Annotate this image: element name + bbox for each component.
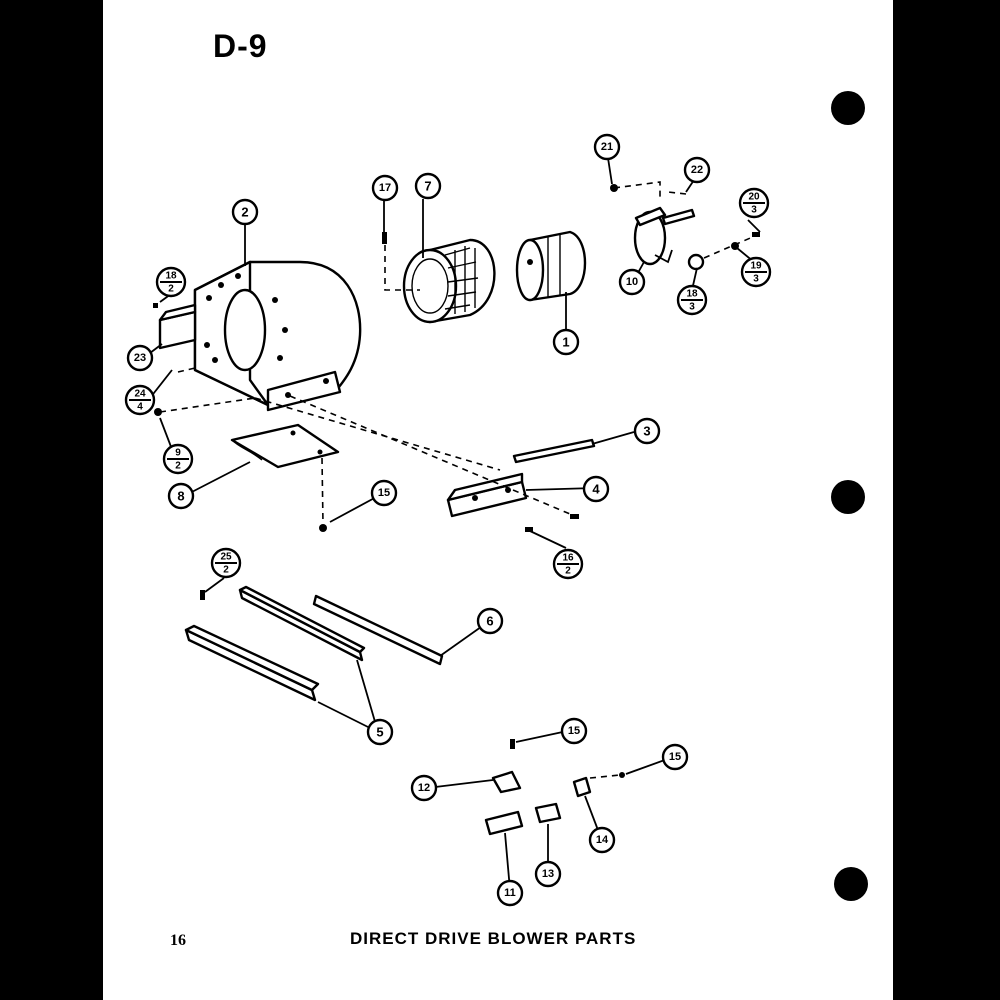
callout-c15c: 15: [661, 743, 689, 771]
page-title: DIRECT DRIVE BLOWER PARTS: [350, 929, 637, 948]
callout-number: 11: [504, 887, 516, 899]
callout-s24_4: 244: [124, 384, 156, 416]
callout-c3: 3: [633, 417, 661, 445]
callout-number: 10: [626, 276, 638, 288]
callout-bottom-number: 3: [753, 274, 759, 285]
callout-bottom-number: 3: [751, 205, 757, 216]
callout-number: 6: [486, 614, 493, 629]
callout-top-number: 18: [165, 271, 177, 282]
gasket-strip-3[interactable]: [512, 438, 596, 464]
callout-number: 5: [376, 725, 383, 740]
callout-c8: 8: [167, 482, 195, 510]
callout-c6: 6: [476, 607, 504, 635]
callout-top-number: 19: [750, 261, 762, 272]
callout-top-number: 24: [134, 389, 146, 400]
callout-number: 21: [601, 141, 613, 153]
callout-c12: 12: [410, 774, 438, 802]
callout-bottom-number: 2: [168, 284, 174, 295]
support-plate-8[interactable]: [230, 423, 340, 469]
callout-number: 12: [418, 782, 430, 794]
clip-14[interactable]: [572, 776, 592, 798]
callout-s16_2: 162: [552, 548, 584, 580]
callout-s9_2: 92: [162, 443, 194, 475]
sheet-id: D-9: [213, 28, 268, 64]
callout-s25_2: 252: [210, 547, 242, 579]
callout-c11: 11: [496, 879, 524, 907]
callout-top-number: 16: [562, 553, 574, 564]
callout-bottom-number: 3: [689, 302, 695, 313]
callout-number: 17: [379, 182, 391, 194]
callout-s18_3: 183: [676, 284, 708, 316]
callout-s18_2: 182: [155, 266, 187, 298]
binder-hole-middle: [831, 480, 865, 514]
callout-top-number: 20: [748, 192, 760, 203]
mounting-rail-6[interactable]: [312, 594, 444, 666]
callout-number: 3: [643, 424, 650, 439]
callout-number: 23: [134, 352, 146, 364]
callout-number: 7: [424, 179, 431, 194]
callout-number: 13: [542, 868, 554, 880]
callout-c7: 7: [414, 172, 442, 200]
callout-number: 8: [177, 489, 184, 504]
callout-c17: 17: [371, 174, 399, 202]
callout-c14: 14: [588, 826, 616, 854]
callout-c13: 13: [534, 860, 562, 888]
callout-number: 15: [669, 751, 681, 763]
callout-top-number: 25: [220, 552, 232, 563]
binder-hole-bottom: [834, 867, 868, 901]
callout-bottom-number: 2: [175, 461, 181, 472]
blower-housing[interactable]: [193, 260, 362, 412]
callout-number: 15: [568, 725, 580, 737]
clamp-12[interactable]: [491, 770, 522, 794]
callout-bubbles: 1234567810111213141515151721222318224492…: [124, 133, 772, 907]
callout-c23: 23: [126, 344, 154, 372]
callout-s19_3: 193: [740, 256, 772, 288]
callout-c15b: 15: [560, 717, 588, 745]
nut-18[interactable]: [687, 253, 705, 271]
callout-bottom-number: 4: [137, 402, 143, 413]
callout-c5: 5: [366, 718, 394, 746]
callout-number: 4: [592, 482, 600, 497]
bracket-13[interactable]: [534, 802, 562, 824]
callout-c2: 2: [231, 198, 259, 226]
callout-top-number: 18: [686, 289, 698, 300]
callout-c4: 4: [582, 475, 610, 503]
motor-mount-band[interactable]: [633, 206, 696, 266]
callout-c21: 21: [593, 133, 621, 161]
callout-s20_3: 203: [738, 187, 770, 219]
callout-c15a: 15: [370, 479, 398, 507]
callout-c10: 10: [618, 268, 646, 296]
angle-bracket-4[interactable]: [446, 472, 528, 518]
callout-top-number: 9: [175, 448, 181, 459]
page-number: 16: [170, 932, 186, 949]
blower-motor[interactable]: [515, 230, 587, 302]
bolt-20[interactable]: [752, 232, 760, 237]
callout-number: 1: [562, 335, 569, 350]
callout-bottom-number: 2: [565, 566, 571, 577]
blower-wheel[interactable]: [402, 238, 496, 324]
mounting-rails-5[interactable]: [184, 585, 366, 702]
capacitor-11[interactable]: [484, 810, 524, 836]
callout-number: 22: [691, 164, 703, 176]
callout-number: 14: [596, 834, 609, 846]
callout-c1: 1: [552, 328, 580, 356]
callout-number: 2: [241, 205, 248, 220]
binder-hole-top: [831, 91, 865, 125]
callout-c22: 22: [683, 156, 711, 184]
callout-number: 15: [378, 487, 390, 499]
callout-bottom-number: 2: [223, 565, 229, 576]
